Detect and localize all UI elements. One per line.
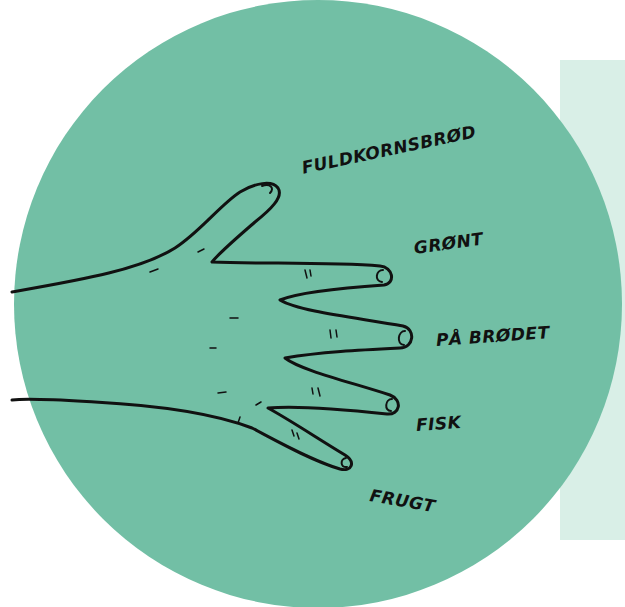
- hand-outline: [12, 183, 412, 469]
- teal-circle: [14, 0, 622, 607]
- nails: [262, 185, 405, 467]
- finger-label: FISK: [415, 412, 462, 435]
- knuckle-lines: [150, 249, 337, 439]
